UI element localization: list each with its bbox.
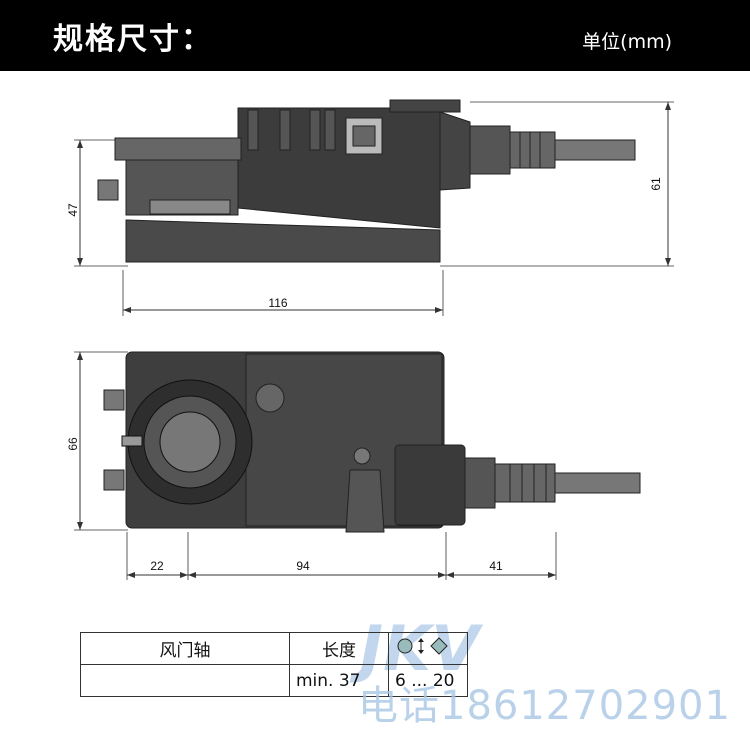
table-cell-range: 6 ... 20 [388,664,468,697]
dim-22: 22 [150,559,164,573]
spec-table: 风门轴 长度 min. 37 6 ... 20 [80,632,468,697]
top-view-drawing: 66 22 94 41 [66,351,641,580]
dim-61: 61 [649,177,663,191]
dim-116: 116 [268,296,287,310]
page-title: 规格尺寸： [53,22,213,57]
table-cell-length: min. 37 [289,664,389,697]
side-view-drawing: 47 61 116 [66,99,674,316]
table-header-shaft: 风门轴 [80,632,290,665]
watermark-phone: 电话18612702901 [358,683,731,729]
table-header-icons [388,632,468,665]
dim-47: 47 [66,203,80,217]
dim-94: 94 [296,559,310,573]
shaft-shape-icon [397,637,448,655]
unit-label: 单位(mm) [582,31,672,53]
table-cell-empty [80,664,290,697]
dim-66: 66 [66,437,80,451]
header-bar: 规格尺寸： 单位(mm) [0,0,750,71]
table-row: 风门轴 长度 [80,632,468,665]
dim-41: 41 [489,559,503,573]
table-header-length: 长度 [289,632,389,665]
table-row: min. 37 6 ... 20 [80,664,468,697]
